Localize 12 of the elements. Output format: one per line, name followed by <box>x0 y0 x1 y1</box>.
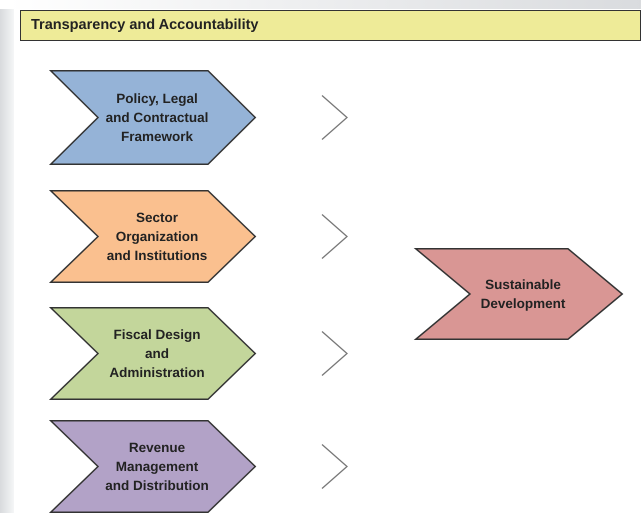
title-bar <box>20 10 641 41</box>
node-label: Sector Organization and Institutions <box>106 209 208 265</box>
chevron-shape <box>50 420 256 513</box>
node-label: Policy, Legal and Contractual Framework <box>104 90 210 146</box>
chevron-shape <box>50 190 256 283</box>
node-label: Sustainable Development <box>480 276 566 313</box>
chevron-shape <box>415 248 623 340</box>
node-label: Revenue Management and Distribution <box>104 439 210 495</box>
title-text: Transparency and Accountability <box>31 16 258 35</box>
chevron-shape <box>50 307 256 400</box>
node-label: Fiscal Design and Administration <box>108 326 206 382</box>
chevron-shape <box>50 70 256 165</box>
